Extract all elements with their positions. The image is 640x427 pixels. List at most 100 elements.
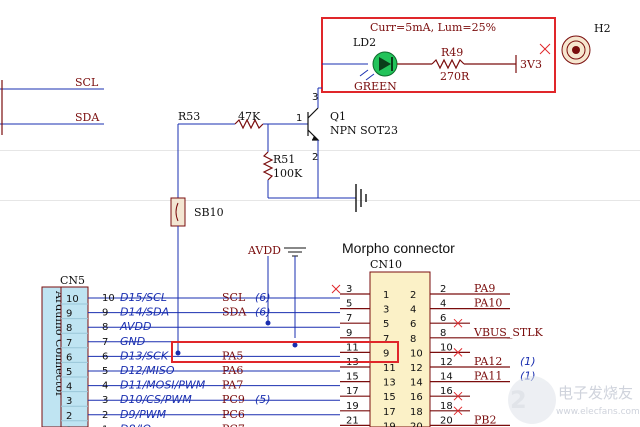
cn10-left-pin-number: 15 <box>346 372 359 383</box>
cn10-left-pin-number: 11 <box>346 342 359 353</box>
cn5-wire-number: 9 <box>102 308 108 319</box>
cn10-right-pin-number: 12 <box>440 357 453 368</box>
cn10-net-label: PA9 <box>474 282 495 295</box>
r49-resistor <box>431 58 465 70</box>
cn10-inner-left-number: 15 <box>383 392 396 403</box>
r49-ref: R49 <box>441 46 463 59</box>
watermark-url: www.elecfans.com <box>556 407 640 417</box>
cn10-left-pin-number: 7 <box>346 313 352 324</box>
q1-pin-emitter: 2 <box>312 152 318 163</box>
cn5-net-label: PA7 <box>222 379 243 392</box>
cn5-pin-number: 10 <box>66 294 79 305</box>
junction-dot <box>175 350 181 356</box>
cn10-left-pin-number: 9 <box>346 328 352 339</box>
cn10-net-label: PB2 <box>474 413 496 426</box>
cn5-wire-number: 10 <box>102 293 115 304</box>
cn5-pin-number: 2 <box>66 411 72 422</box>
led-ref: LD2 <box>353 36 376 49</box>
gnd-junction-dot <box>292 342 298 348</box>
cn10-net-label: PA12 <box>474 355 502 368</box>
led-color-label: GREEN <box>354 80 397 93</box>
cn10-inner-right-number: 2 <box>410 290 416 301</box>
cn10-right-pin-number: 6 <box>440 313 446 324</box>
cn5-pin-number: 5 <box>66 367 72 378</box>
cn10-left-pin-number: 19 <box>346 401 359 412</box>
cn5-net-label: PC7 <box>222 422 245 427</box>
cn5-body <box>60 286 89 427</box>
cn10-inner-left-number: 7 <box>383 334 389 345</box>
cn10-inner-left-number: 9 <box>383 348 389 359</box>
cn5-net-label: PA5 <box>222 349 243 362</box>
cn5-wire-number: 1 <box>102 424 108 427</box>
cn10-inner-left-number: 11 <box>383 363 396 374</box>
svg-text:2: 2 <box>510 386 527 414</box>
q1-pin-base: 1 <box>296 113 302 124</box>
r51-ref: R51 <box>273 153 295 166</box>
cn10-inner-right-number: 18 <box>410 407 423 418</box>
no-connect-icon <box>453 406 463 416</box>
cn5-wire-number: 4 <box>102 381 108 392</box>
cn10-inner-left-number: 5 <box>383 319 389 330</box>
q1-transistor-icon <box>307 107 320 141</box>
cn10-inner-right-number: 6 <box>410 319 416 330</box>
watermark-text: 电子发烧友 <box>558 384 633 402</box>
ground-icon <box>355 184 367 212</box>
cn5-net-ref: (5) <box>255 393 271 406</box>
pa5-highlight-box <box>171 341 399 363</box>
cn5-net-label: PC6 <box>222 408 245 421</box>
sda-net-label: SDA <box>75 111 100 124</box>
cn10-inner-left-number: 19 <box>383 421 396 427</box>
cn10-right-pin-number: 20 <box>440 415 453 426</box>
cn5-pin-number: 3 <box>66 396 72 407</box>
cn5-ref: CN5 <box>60 274 85 287</box>
no-connect-icon <box>453 391 463 401</box>
cn5-wire-number: 8 <box>102 322 108 333</box>
cn10-inner-right-number: 12 <box>410 363 423 374</box>
cn10-inner-right-number: 10 <box>410 348 423 359</box>
cn10-inner-right-number: 20 <box>410 421 423 427</box>
scl-net-label: SCL <box>75 76 99 89</box>
cn5-pin-label: D11/MOSI/PWM <box>120 379 206 392</box>
cn10-inner-left-number: 17 <box>383 407 396 418</box>
cn10-inner-right-number: 8 <box>410 334 416 345</box>
cn10-net-label: VBUS_STLK <box>473 326 544 339</box>
cn5-pin-label: D15/SCL <box>120 291 167 304</box>
r49-value: 270R <box>440 70 470 83</box>
cn5-pin-label: D9/PWM <box>120 408 167 421</box>
avdd-junction-dot <box>265 320 271 326</box>
cn5-net-label: SCL <box>222 291 246 304</box>
cn5-pin-label: D13/SCK <box>120 349 169 362</box>
cn10-inner-left-number: 1 <box>383 290 389 301</box>
h2-no-connect-icon <box>539 43 551 55</box>
cn5-pin-number: 8 <box>66 323 72 334</box>
cn10-left-pin-number: 21 <box>346 415 359 426</box>
r51-value: 100K <box>273 167 303 180</box>
cn5-wire-number: 5 <box>102 366 108 377</box>
cn5-pin-label: D8/IO <box>120 422 151 427</box>
cn5-pin-number: 1 <box>66 425 72 427</box>
led-highlight-box <box>321 17 556 93</box>
cn5-pin-label: D10/CS/PWM <box>120 393 192 406</box>
cn5-pin-number: 4 <box>66 382 72 393</box>
morpho-title: Morpho connector <box>342 240 455 256</box>
cn10-right-pin-number: 4 <box>440 299 446 310</box>
no-connect-icon <box>331 284 341 294</box>
cn10-left-pin-number: 3 <box>346 284 352 295</box>
cn10-left-pin-number: 5 <box>346 299 352 310</box>
r53-value: 47K <box>238 110 261 123</box>
h2-ref: H2 <box>594 22 611 35</box>
annotation-label: Curr=5mA, Lum=25% <box>370 21 496 34</box>
no-connect-icon <box>453 348 463 357</box>
cn5-pin-label: AVDD <box>119 320 151 333</box>
cn5-pin-number: 7 <box>66 338 72 349</box>
r53-ref: R53 <box>178 110 200 123</box>
cn5-net-label: PA6 <box>222 364 243 377</box>
cn5-pin-label: D14/SDA <box>120 306 169 319</box>
no-connect-icon <box>453 318 463 328</box>
cn5-wire-number: 3 <box>102 395 108 406</box>
cn10-right-pin-number: 18 <box>440 401 453 412</box>
sb10-ref: SB10 <box>194 206 224 219</box>
